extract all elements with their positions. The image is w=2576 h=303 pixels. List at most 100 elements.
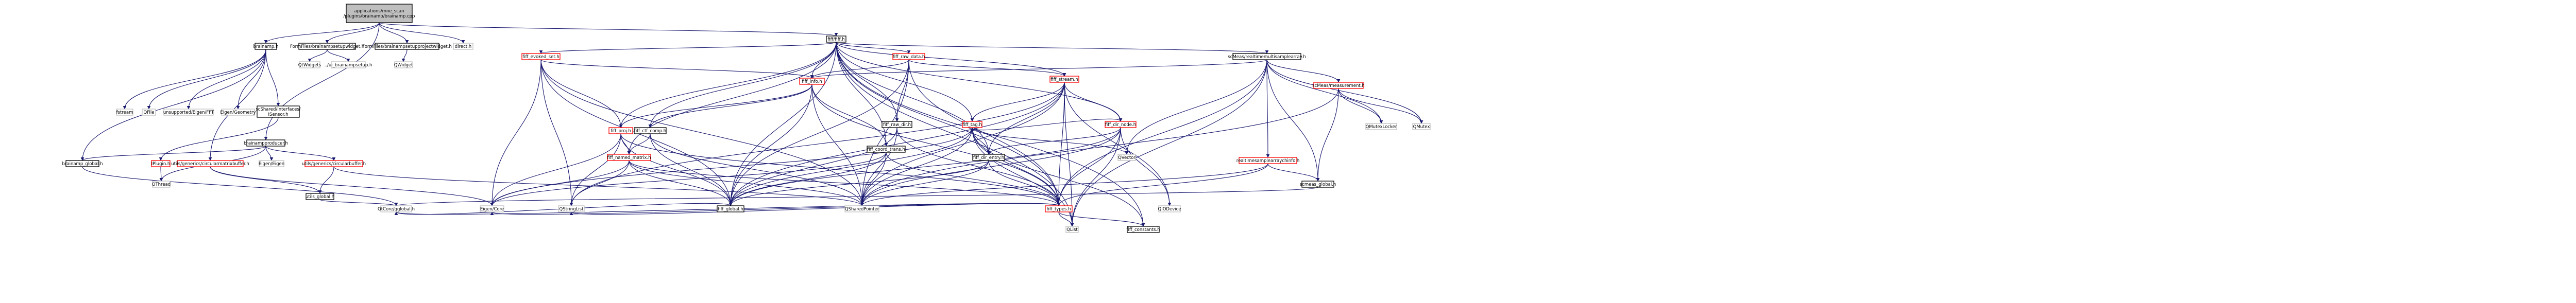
edge-fiff_stream-to-qiodevice <box>1064 82 1172 206</box>
node-iplugin[interactable]: IPlugin.h <box>151 160 171 167</box>
node-utils-global[interactable]: utils_global.h <box>306 193 334 200</box>
edge-brainampproducer_h-to-eigen_eigen <box>265 146 274 161</box>
edge-brainamp_h-to-unsupported_fft <box>187 49 266 110</box>
edge-fiff_named_matrix-to-qsharedpointer <box>629 160 864 206</box>
node-ui-brainampsetup: ../ui_brainampsetup.h <box>325 61 372 68</box>
node-formfiles-widget[interactable]: FormFiles/brainampsetupwidget.h <box>290 43 364 50</box>
node-label: utils_global.h <box>306 194 334 200</box>
edge-fiff_stream-to-fiff_types <box>1057 82 1065 206</box>
node-qwidget: QWidget <box>394 61 413 68</box>
node-scshared-isensor[interactable]: scShared/Interfaces/ISensor.h <box>256 105 301 118</box>
node-label: fstream <box>116 110 133 115</box>
node-fiff-proj[interactable]: fiff_proj.h <box>608 127 633 134</box>
node-fiff-raw-data[interactable]: fiff_raw_data.h <box>892 53 925 60</box>
node-label: fiff_info.h <box>802 79 822 84</box>
node-fiff-stream[interactable]: fiff_stream.h <box>1049 76 1079 83</box>
node-box <box>962 121 982 128</box>
node-box <box>558 205 585 212</box>
node-box <box>1127 226 1160 233</box>
edge-fiff_evoked_set-to-qstringlist <box>540 59 573 206</box>
node-label: QMutex <box>1413 124 1430 130</box>
node-box <box>298 43 356 50</box>
node-formfiles-project[interactable]: FormFiles/brainampsetupprojectwidget.h <box>362 43 452 50</box>
node-label: fiff_tag.h <box>962 122 982 128</box>
node-box <box>346 4 413 23</box>
edge-formfiles_widget-to-ui_brainampsetup <box>327 49 350 62</box>
node-box <box>65 160 99 167</box>
edge-fiff_tag-to-fiff_global <box>728 127 973 206</box>
edge-fiff_ctf_comp-to-fiff_named_matrix <box>627 133 651 155</box>
node-fiff-raw-dir[interactable]: fiff_raw_dir.h <box>882 121 912 128</box>
node-fiff-types[interactable]: fiff_types.h <box>1045 205 1073 212</box>
edge-brainamp_global-to-qtcore_qtglobal <box>82 166 398 206</box>
node-utils-circularmatrixbuffer[interactable]: utils/generics/circularmatrixbuffer.h <box>171 160 249 167</box>
node-brainamp-h[interactable]: brainamp.h <box>253 43 279 50</box>
node-scmeas-measurement[interactable]: scMeas/measurement.h <box>1312 82 1365 89</box>
edge-fiff_ctf_comp-to-fiff_global <box>650 133 733 206</box>
node-qvector: QVector <box>1117 154 1136 161</box>
node-qthread: QThread <box>152 181 171 188</box>
node-label: fiff_dir_entry.h <box>973 155 1004 161</box>
edge-fiff_dir_node-to-fiff_tag <box>970 118 1121 131</box>
node-utils-circularbuffer[interactable]: utils/generics/circularbuffer.h <box>302 160 366 167</box>
node-label: fiff_evoked_set.h <box>522 55 560 60</box>
edge-scmeas_measurement-to-qmutex <box>1338 88 1423 124</box>
node-fiff-tag[interactable]: fiff_tag.h <box>962 121 982 128</box>
edge-fiff_stream-to-fiff_tag <box>970 82 1065 122</box>
edge-fiff_h-to-fiff_types <box>836 42 1061 206</box>
node-label: brainamp_global.h <box>62 162 103 167</box>
node-qstringlist: QStringList <box>558 205 585 212</box>
edge-fiff_raw_data-to-fiff_info <box>810 59 909 79</box>
node-fiff-constants[interactable]: fiff_constants.h <box>1127 226 1160 233</box>
edge-fiff_h-to-fiff_stream <box>836 42 1066 77</box>
node-fiff-h[interactable]: fiff/fiff.h <box>826 35 846 43</box>
node-scmeas-realtimemultisample[interactable]: scMeas/realtimemultisamplearray.h <box>1228 53 1306 60</box>
node-box <box>717 205 744 212</box>
node-fiff-info[interactable]: fiff_info.h <box>799 78 825 85</box>
node-fiff-ctf-comp[interactable]: fiff_ctf_comp.h <box>634 127 667 134</box>
node-box <box>142 109 156 116</box>
edge-fiff_h-to-qlist <box>836 42 1074 227</box>
node-brainampproducer-h[interactable]: brainampproducer.h <box>244 139 288 147</box>
edge-fiff_evoked_set-to-fiff_proj <box>540 59 623 128</box>
node-fiff-named-matrix[interactable]: fiff_named_matrix.h <box>607 154 651 161</box>
node-qsharedpointer: QSharedPointer <box>844 205 879 212</box>
edge-formfiles_widget-to-qwidgets <box>308 49 328 62</box>
edge-utils_global-to-qtcore_qtglobal <box>319 199 398 206</box>
node-label: QMutexLocker <box>1366 124 1397 130</box>
node-box <box>1239 157 1297 164</box>
node-box <box>375 43 439 50</box>
node-label: QVector <box>1118 155 1136 161</box>
node-box <box>257 105 300 118</box>
edge-fiff_info-to-fiff_types <box>811 84 1061 206</box>
node-fiff-dir-entry[interactable]: fiff_dir_entry.h <box>972 154 1005 161</box>
node-label: fiff_dir_node.h <box>1105 122 1136 128</box>
node-label: QWidget <box>394 63 413 68</box>
node-box <box>1313 82 1364 89</box>
edge-fiff_stream-to-qstringlist <box>569 82 1065 206</box>
node-box <box>799 78 825 85</box>
edge-brainamp_h-to-brainamp_global <box>80 49 266 161</box>
edge-fiff_stream-to-fiff_dir_entry <box>987 82 1065 155</box>
edge-scmeas_realtimemultisample-to-fiff_info <box>810 59 1267 79</box>
edge-fiff_dir_node-to-fiff_dir_entry <box>987 127 1121 155</box>
edge-realtimesamplearraychinfo-to-scmeas_global <box>1267 163 1320 182</box>
node-scmeas-global[interactable]: scmeas_global.h <box>1300 181 1336 188</box>
edge-fiff_h-to-fiff_named_matrix <box>627 42 837 155</box>
edge-scmeas_measurement-to-qmutexlocker <box>1338 88 1383 124</box>
node-fiff-dir-node[interactable]: fiff_dir_node.h <box>1105 121 1137 128</box>
edge-fiff_tag-to-eigen_core <box>490 127 973 206</box>
edge-scmeas_realtimemultisample-to-realtimesamplearraychinfo <box>1266 59 1270 158</box>
node-fstream: fstream <box>116 109 133 116</box>
node-box <box>306 193 334 200</box>
edge-fiff_raw_data-to-fiff_stream <box>908 59 1066 77</box>
node-brainamp-global[interactable]: brainamp_global.h <box>62 160 103 167</box>
node-label: FormFiles/brainampsetupprojectwidget.h <box>362 44 452 49</box>
node-fiff-global[interactable]: fiff_global.h <box>717 205 744 212</box>
edge-fiff_h-to-fiff_info <box>810 42 837 79</box>
node-box <box>152 181 171 188</box>
node-realtimesamplearraychinfo[interactable]: realtimesamplearraychinfo.h <box>1236 157 1299 164</box>
node-fiff-coord-trans[interactable]: fiff_coord_trans.h <box>867 146 906 153</box>
node-box <box>163 109 214 116</box>
node-fiff-evoked-set[interactable]: fiff_evoked_set.h <box>521 53 561 60</box>
